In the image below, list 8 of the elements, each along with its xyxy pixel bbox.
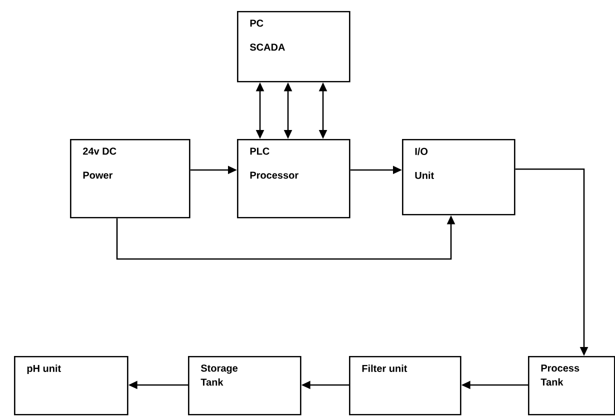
computer-box: PC SCADA xyxy=(237,11,350,82)
ph-unit-box: pH unit xyxy=(14,356,128,416)
tank-box: Storage Tank xyxy=(188,356,302,416)
tank-box: Process Tank xyxy=(528,356,615,416)
io-unit-box: I/O Unit xyxy=(402,139,516,216)
processor-box: PLC Processor xyxy=(237,139,350,218)
power-supply-box: 24v DC Power xyxy=(70,139,190,218)
filter-box: Filter unit xyxy=(349,356,462,416)
